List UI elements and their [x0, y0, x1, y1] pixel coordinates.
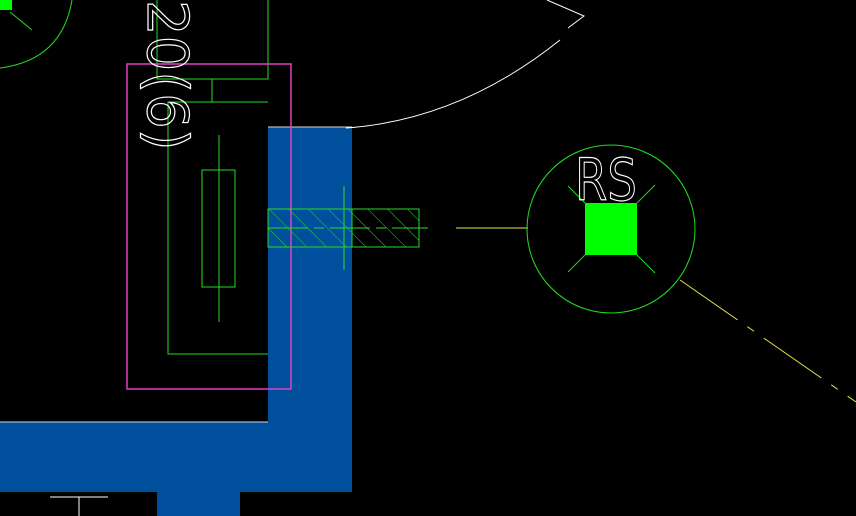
circle-fragment: [0, 0, 73, 69]
boundary-arc: [345, 39, 561, 129]
vertical-annotation: 20(6): [134, 0, 199, 151]
boundary-arc-end: [546, 0, 585, 29]
rs-symbol-circle: [526, 144, 696, 314]
rs-symbol-block: [585, 203, 637, 255]
rs-symbol-tag: RS: [575, 146, 637, 214]
wall-fill: [0, 127, 352, 516]
rs-symbol-leg-nw: [567, 185, 586, 204]
rs-symbol-leg-ne: [636, 184, 656, 204]
rs-symbol-icon[interactable]: RS: [526, 144, 696, 314]
rs-symbol-leg-se: [636, 254, 656, 274]
leader-line: [9, 11, 33, 31]
rs-symbol-leg-sw: [567, 254, 586, 273]
node-marker-icon: [0, 0, 12, 10]
connector-line-diagonal: [679, 279, 856, 403]
inner-outline: [167, 101, 268, 355]
